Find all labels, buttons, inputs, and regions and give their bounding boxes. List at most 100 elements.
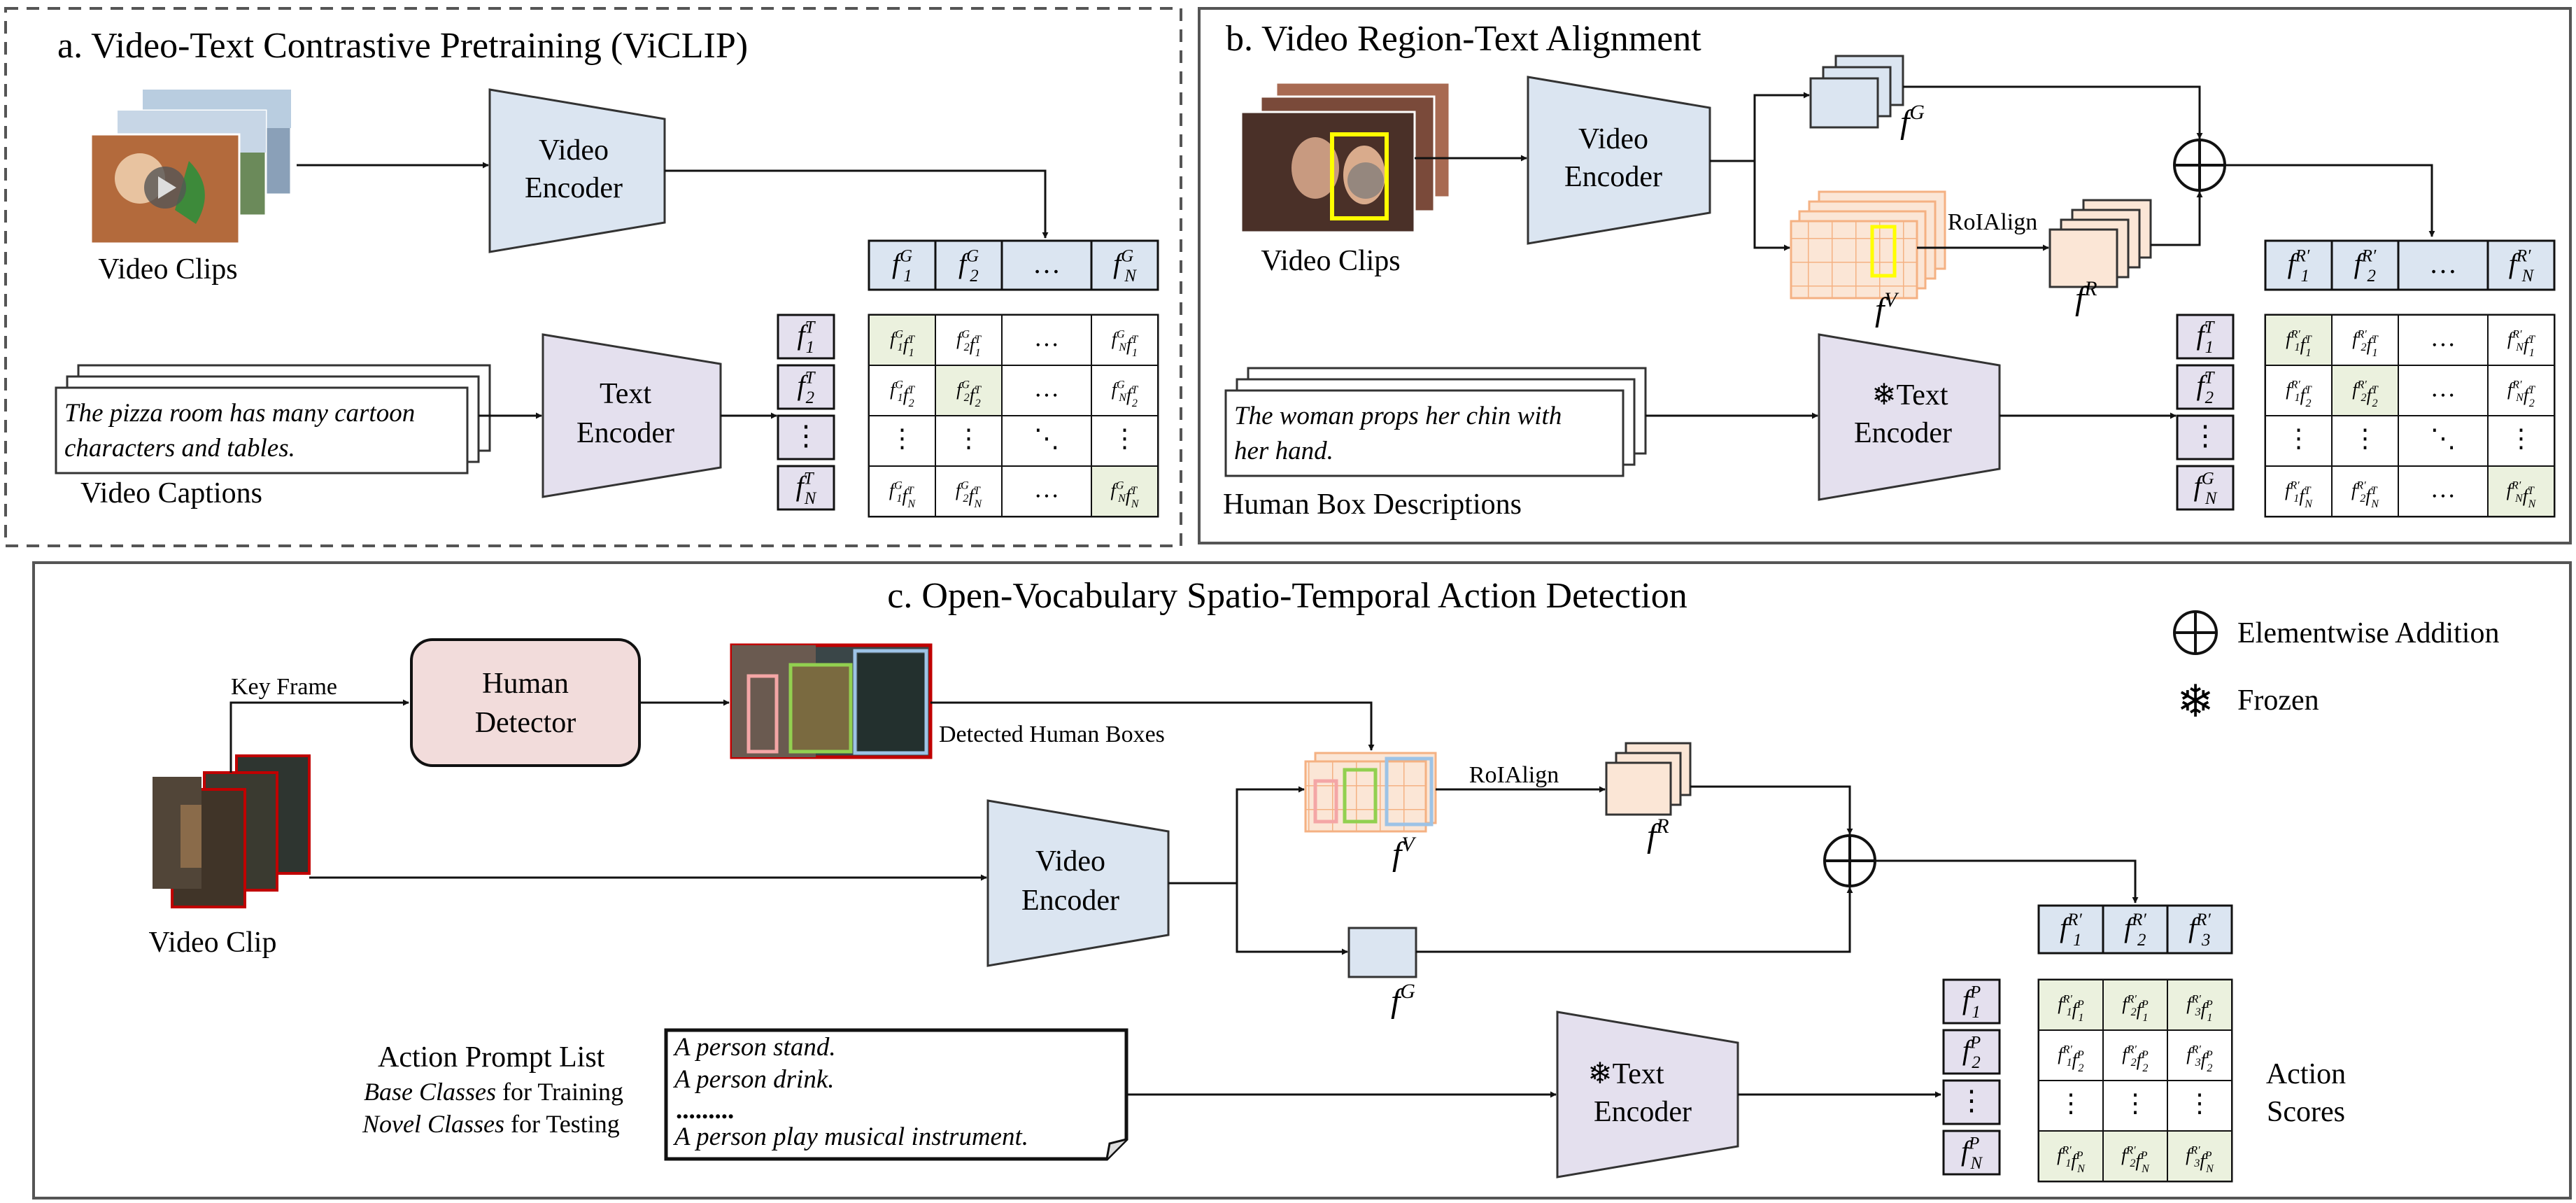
fr-label-b: fR — [2075, 277, 2097, 317]
a-text-feat-label-3: ⋮ — [792, 420, 820, 451]
box-blue — [853, 649, 928, 755]
c-matrix-cell-2-1 — [2038, 1029, 2104, 1081]
b-region-feat-cell-4 — [2486, 239, 2556, 291]
a-matrix-value-3-1: ⋮ — [889, 425, 914, 453]
arrow-fg-to-add-c — [1416, 887, 1853, 953]
b-region-feat-label-1: fR′1 — [2288, 246, 2310, 286]
b-matrix-value-3-2: ⋮ — [2352, 425, 2377, 453]
detected-human-boxes-label: Detected Human Boxes — [939, 722, 1165, 747]
elementwise-addition-c — [1823, 834, 1876, 887]
fr-label-c: fR — [1647, 815, 1669, 854]
a-text-feat-cell-3 — [777, 414, 835, 460]
text-encoder-c: ❄Text Encoder — [1556, 1011, 1739, 1179]
human-detector-line1: Human — [482, 668, 569, 700]
c-matrix-cell-1-2 — [2102, 979, 2168, 1031]
roi-pink-c — [1313, 779, 1338, 824]
b-matrix-value-3-1: ⋮ — [2286, 425, 2311, 453]
a-matrix-cell-4-4 — [1091, 465, 1159, 517]
video-encoder-a-line1: Video — [539, 134, 609, 167]
c-matrix-value-3-2: ⋮ — [2123, 1090, 2148, 1118]
c-region-feat-cell-3 — [2166, 904, 2233, 955]
a-matrix-value-3-3: ⋱ — [1034, 425, 1059, 453]
panel-c: c. Open-Vocabulary Spatio-Temporal Actio… — [32, 561, 2572, 1200]
roialign-label-b: RoIAlign — [1948, 209, 2037, 235]
panel-a-border — [4, 7, 1182, 547]
video-encoder-a-line2: Encoder — [525, 172, 623, 204]
caption-b-line2: her hand. — [1234, 437, 1333, 465]
c-prompt-feat-cell-4 — [1942, 1130, 2001, 1176]
b-matrix-value-3-3: ⋱ — [2430, 425, 2456, 453]
text-encoder-b: ❄Text Encoder — [1818, 333, 2001, 501]
b-matrix-cell-1-3 — [2398, 314, 2489, 366]
panel-c-border — [32, 561, 2572, 1200]
novel-classes-line: Novel Classes for Testing — [362, 1110, 620, 1138]
legend: Elementwise Addition ❄ Frozen — [2173, 610, 2499, 726]
arrow-encoder-to-fg-c — [1236, 883, 1348, 955]
caption-a-line1: The pizza room has many cartoon — [64, 399, 415, 428]
caption-stack-b: The woman props her chin with her hand. — [1224, 367, 1647, 477]
b-matrix-cell-2-2 — [2331, 365, 2399, 416]
text-encoder-a-line2: Encoder — [576, 417, 674, 449]
panel-b: b. Video Region-Text Alignment Video Cli… — [1198, 7, 2572, 544]
text-encoder-a: Text Encoder — [542, 333, 722, 498]
human-detector-line2: Detector — [475, 707, 576, 739]
c-prompt-feat-label-3: ⋮ — [1958, 1085, 1986, 1116]
elementwise-addition-b — [2173, 139, 2226, 192]
b-text-feat-label-3: ⋮ — [2191, 420, 2219, 451]
b-matrix-cell-2-4 — [2487, 365, 2555, 416]
b-matrix-cell-2-3 — [2398, 365, 2489, 416]
video-feature-map-b — [1790, 190, 1946, 300]
detected-human-boxes-image — [730, 643, 933, 759]
c-matrix-cell-4-3 — [2167, 1130, 2232, 1182]
text-encoder-b-line1: ❄Text — [1871, 379, 1948, 411]
global-feature-stack-b — [1809, 55, 1904, 129]
c-prompt-feat-cell-2 — [1942, 1029, 2001, 1075]
text-encoder-b-line2: Encoder — [1854, 417, 1952, 449]
key-frame-label: Key Frame — [231, 674, 337, 700]
human-box-descriptions-label: Human Box Descriptions — [1223, 488, 1522, 521]
a-matrix-value-3-4: ⋮ — [1112, 425, 1137, 453]
circle-plus-icon — [2173, 610, 2218, 655]
fv-label-c: fV — [1392, 833, 1417, 873]
b-matrix-cell-1-4 — [2487, 314, 2555, 366]
a-matrix-cell-1-4 — [1091, 314, 1159, 366]
video-clip-thumbnails — [90, 88, 292, 245]
panel-a: a. Video-Text Contrastive Pretraining (V… — [4, 7, 1182, 547]
roi-yellow-b — [1870, 225, 1897, 278]
c-matrix-cell-2-2 — [2102, 1029, 2168, 1081]
b-matrix-cell-4-3 — [2398, 465, 2489, 517]
b-matrix-cell-3-3 — [2398, 415, 2489, 467]
fg-label-c: fG — [1391, 980, 1415, 1020]
c-matrix-value-3-3: ⋮ — [2187, 1090, 2212, 1118]
arrow-add-to-region-feats-b — [2225, 164, 2435, 237]
human-box-yellow — [1330, 132, 1389, 220]
a-video-feat-cell-4 — [1090, 239, 1159, 291]
text-encoder-c-line2: Encoder — [1594, 1096, 1692, 1128]
fg-label-b: fG — [1900, 101, 1925, 141]
action-scores-line2: Scores — [2267, 1096, 2345, 1128]
arrow-encoder-to-fg-b — [1710, 92, 1810, 162]
a-text-feat-cell-1 — [777, 314, 835, 360]
video-encoder-c-line1: Video — [1035, 845, 1105, 878]
